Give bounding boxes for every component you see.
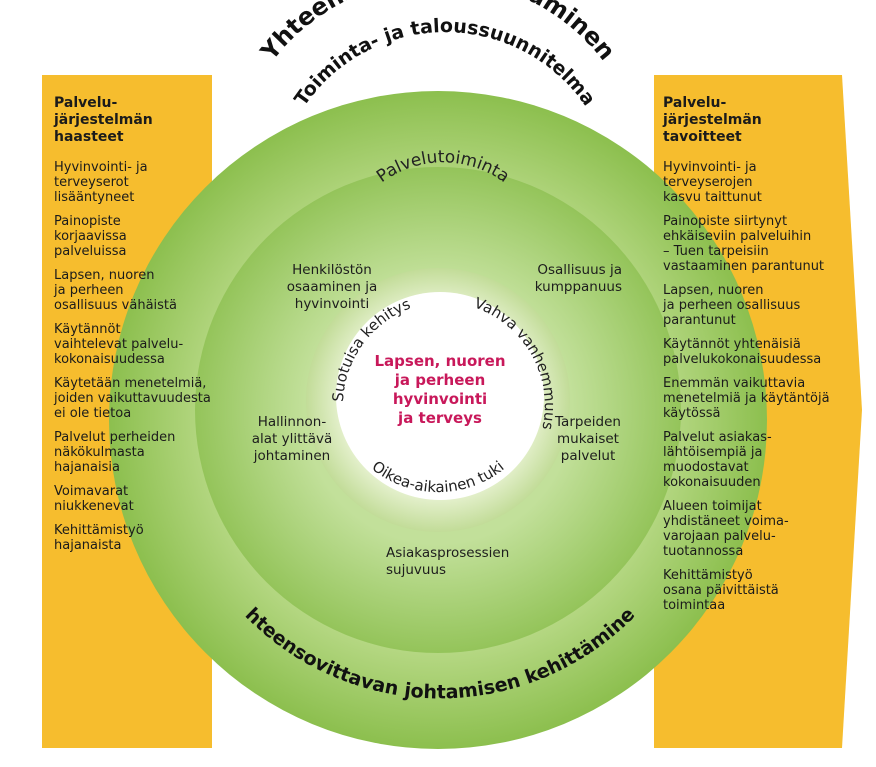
right-panel-item: Painopiste siirtynyt ehkäiseviin palvelu… [663, 214, 825, 274]
left-panel-item: Käytetään menetelmiä, joiden vaikuttavuu… [54, 376, 211, 421]
left-panel-item: Palvelut perheiden näkökulmasta hajanais… [54, 430, 176, 475]
label-participation: Osallisuus ja kumppanuus [534, 262, 622, 295]
right-panel-item: Palvelut asiakas- lähtöisempiä ja muodos… [663, 430, 772, 490]
label-needs-based-services: Tarpeiden mukaiset palvelut [555, 414, 621, 464]
right-panel-item: Hyvinvointi- ja terveyserojen kasvu tait… [663, 160, 762, 205]
left-panel-heading: Palvelu- järjestelmän haasteet [54, 95, 153, 145]
label-staff-wellbeing: Henkilöstön osaaminen ja hyvinvointi [286, 262, 378, 312]
left-panel: Palvelu- järjestelmän haasteet Hyvinvoin… [54, 95, 214, 562]
left-panel-item: Käytännöt vaihtelevat palvelu- kokonaisu… [54, 322, 184, 367]
left-panel-item: Kehittämistyö hajanaista [54, 523, 144, 553]
right-panel-item: Käytännöt yhtenäisiä palvelukokonaisuude… [663, 337, 822, 367]
right-panel: Palvelu- järjestelmän tavoitteet Hyvinvo… [663, 95, 833, 622]
left-panel-item: Hyvinvointi- ja terveyserot lisääntyneet [54, 160, 148, 205]
label-client-process: Asiakasprosessien sujuvuus [386, 545, 510, 578]
left-panel-item: Lapsen, nuoren ja perheen osallisuus väh… [54, 268, 177, 313]
right-panel-item: Kehittämistyö osana päivittäistä toimint… [663, 568, 779, 613]
right-panel-item: Enemmän vaikuttavia menetelmiä ja käytän… [663, 376, 830, 421]
right-panel-item: Lapsen, nuoren ja perheen osallisuus par… [663, 283, 801, 328]
right-panel-heading: Palvelu- järjestelmän tavoitteet [663, 95, 762, 145]
left-panel-item: Voimavarat niukkenevat [54, 484, 134, 514]
center-circle [336, 292, 544, 500]
center-label: Lapsen, nuoren ja perheen hyvinvointi ja… [374, 352, 506, 427]
label-cross-sector-leadership: Hallinnon- alat ylittävä johtaminen [251, 414, 333, 464]
left-panel-item: Painopiste korjaavissa palveluissa [54, 214, 127, 259]
right-panel-item: Alueen toimijat yhdistäneet voima- varoj… [663, 499, 789, 559]
